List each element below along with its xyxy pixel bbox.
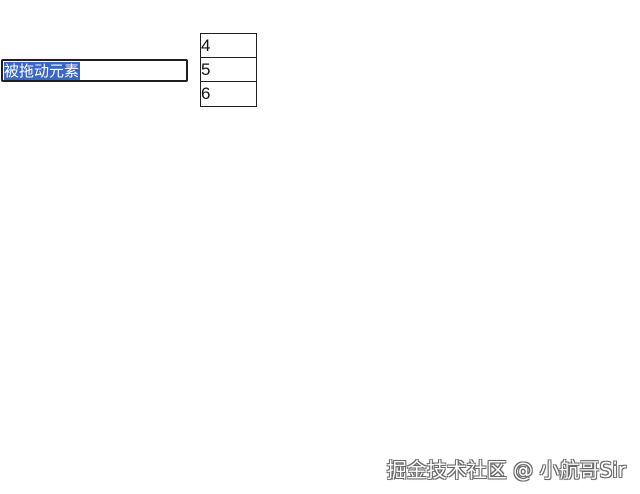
list-item[interactable]: 5 [201, 58, 256, 82]
drop-target-list: 4 5 6 [200, 33, 257, 107]
selected-input-text: 被拖动元素 [4, 61, 81, 80]
draggable-text-input[interactable]: 被拖动元素 [1, 59, 188, 82]
list-item[interactable]: 6 [201, 84, 211, 103]
list-item[interactable]: 4 [201, 34, 256, 58]
watermark: 掘金技术社区 @ 小航哥Sir [386, 458, 626, 482]
